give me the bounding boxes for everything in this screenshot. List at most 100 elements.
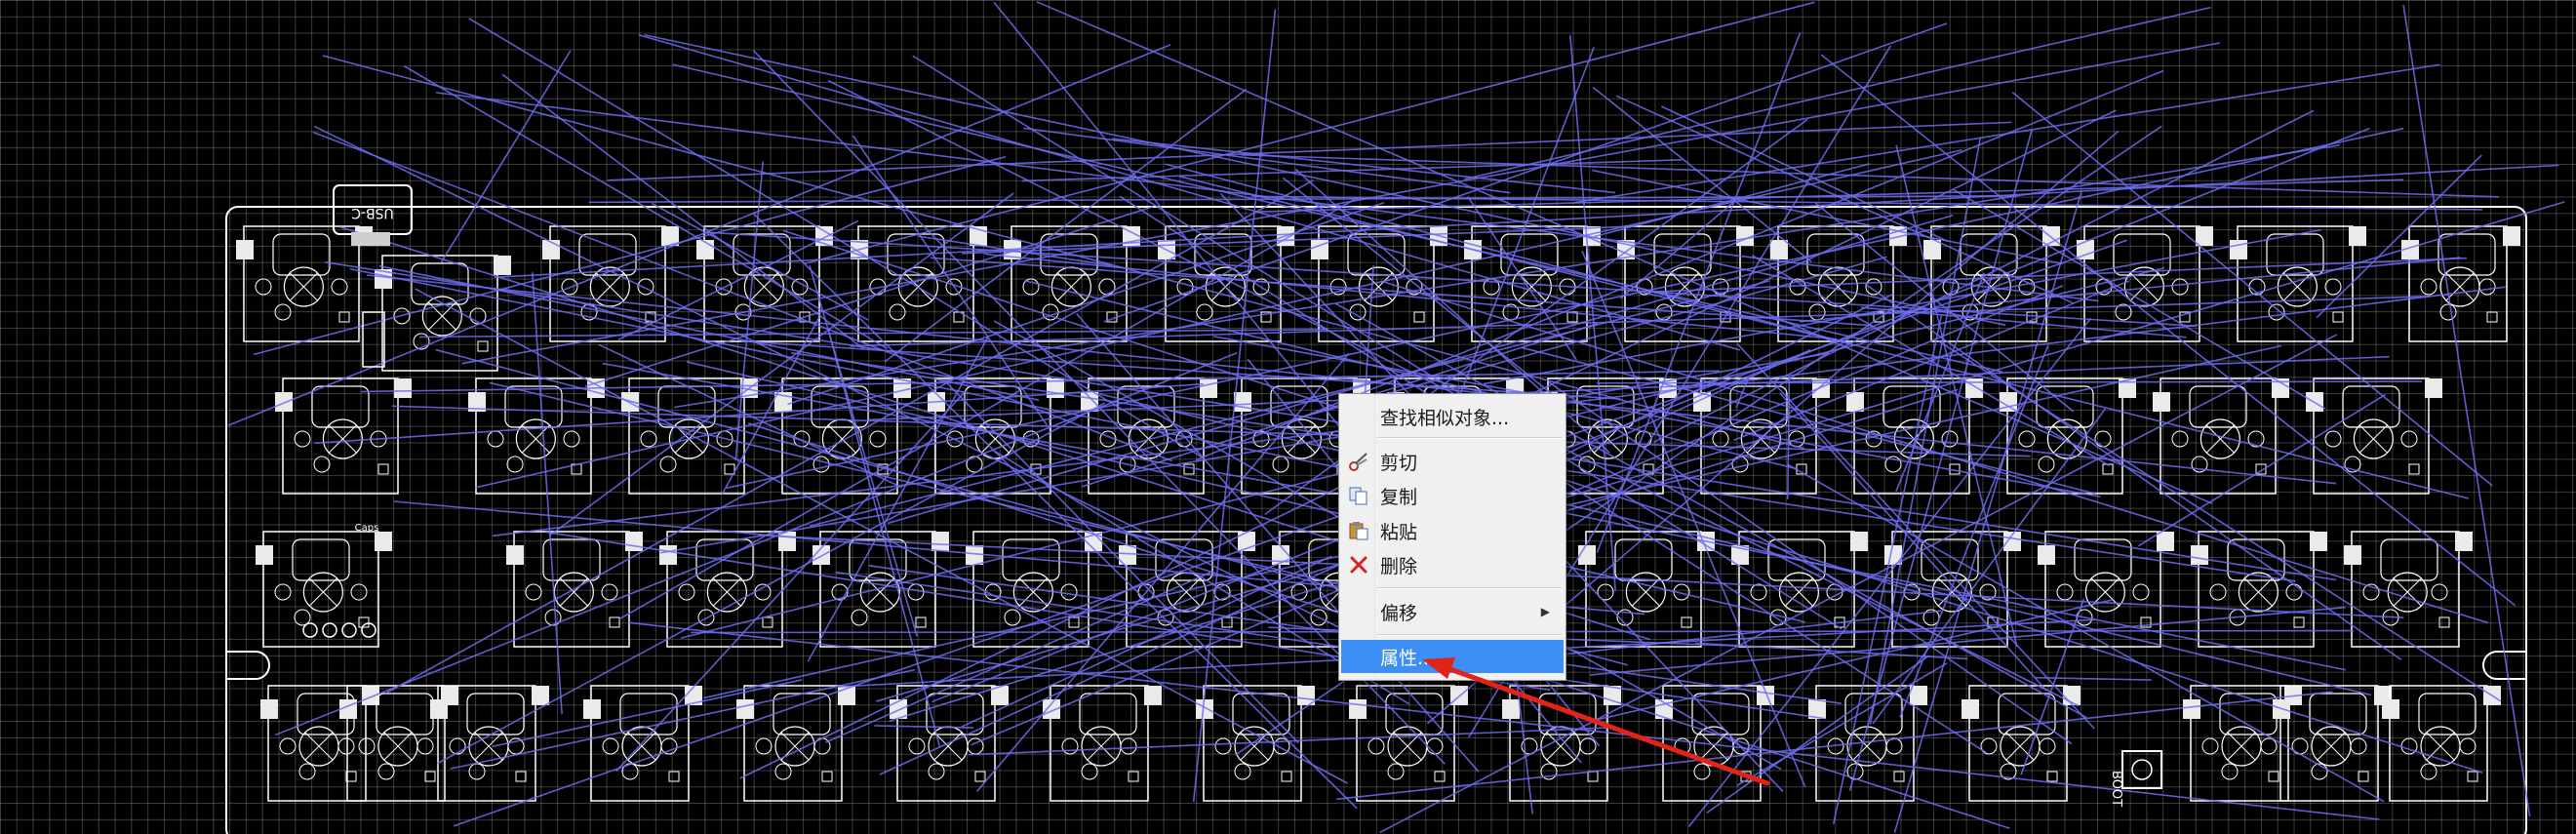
smd-pad [1808, 699, 1826, 719]
ratsnest-line [804, 1, 1815, 265]
hole-cross [2091, 577, 2120, 607]
peg-hole [1979, 583, 1997, 601]
diode-mark [1068, 616, 1080, 628]
ratsnest-line [1872, 408, 2107, 725]
diode-mark [2408, 463, 2420, 475]
ratsnest-line [1165, 163, 1853, 345]
smd-pad [256, 545, 273, 565]
ratsnest-line [1467, 196, 1578, 361]
menu-item-cut[interactable]: 剪切 [1341, 445, 1564, 478]
switch-outline [549, 225, 666, 342]
peg-hole [1367, 737, 1385, 755]
hole-cross [1240, 732, 1269, 761]
peg-hole [946, 430, 964, 448]
ratsnest-line [461, 42, 2221, 365]
menu-item-paste[interactable]: 粘贴 [1341, 514, 1564, 547]
smd-pad [275, 392, 293, 412]
switch-outline [2044, 531, 2161, 648]
hotswap-socket [1002, 538, 1060, 581]
diode-mark [915, 616, 927, 628]
peg-hole [2132, 583, 2150, 601]
smd-pad [685, 686, 702, 705]
ratsnest-line [809, 265, 918, 637]
peg-hole [563, 430, 580, 448]
submenu-arrow-icon: ▶ [1540, 605, 1550, 618]
smd-pad [2272, 378, 2289, 398]
diode-mark [358, 616, 370, 628]
pin-hole [413, 333, 430, 350]
key-switch [375, 255, 511, 372]
pin-hole [1884, 456, 1902, 473]
peg-hole [1750, 583, 1767, 601]
smd-pad [2119, 378, 2136, 398]
smd-pad [2000, 392, 2017, 412]
key-switch [339, 685, 458, 802]
hole-cross [383, 732, 413, 761]
hotswap-socket [964, 385, 1022, 428]
switch-outline [1585, 531, 1702, 648]
smd-pad [494, 256, 511, 275]
menu-item-find-similar[interactable]: 查找相似对象... [1341, 400, 1564, 433]
ratsnest-line [1112, 138, 1616, 194]
key-switch [506, 531, 643, 648]
hole-cross [1019, 577, 1048, 607]
switch-center-hole [2084, 572, 2125, 613]
ratsnest-line [930, 257, 1873, 327]
smd-pad [2503, 226, 2520, 246]
switch-center-hole [283, 266, 324, 307]
pin-hole [1578, 456, 1596, 473]
pin-hole [2439, 303, 2457, 321]
switch-center-hole [2353, 418, 2394, 459]
key-switch [1158, 225, 1294, 342]
hotswap-socket [1614, 538, 1673, 581]
smd-pad [2230, 240, 2247, 259]
switch-outline [1815, 685, 1915, 802]
ratsnest-line [752, 212, 1358, 810]
switch-center-hole [1587, 418, 1628, 459]
hotswap-socket [2266, 233, 2324, 276]
key-switch [2344, 531, 2473, 648]
hole-cross [828, 424, 856, 454]
peg-hole [678, 583, 695, 601]
diode-mark [2179, 311, 2191, 323]
peg-hole [1252, 430, 1270, 448]
ratsnest-line [852, 135, 1048, 426]
smd-pad [2191, 545, 2208, 565]
ratsnest-line [392, 405, 2031, 457]
diode-mark [1221, 616, 1233, 628]
caps-label: Caps [355, 523, 379, 534]
menu-item-properties[interactable]: 属性... [1341, 640, 1564, 673]
hole-cross [1172, 577, 1201, 607]
switch-outline [2237, 225, 2354, 342]
hotswap-socket [542, 538, 601, 581]
menu-item-copy[interactable]: 复制 [1341, 479, 1564, 512]
smd-pad [1923, 240, 1941, 259]
switch-outline [262, 531, 379, 648]
menu-item-delete[interactable]: 删除 [1341, 548, 1564, 581]
pin-hole [1196, 303, 1213, 321]
smd-pad [2038, 545, 2055, 565]
menu-item-offset[interactable]: 偏移 ▶ [1341, 595, 1564, 628]
ratsnest-line [314, 382, 1204, 445]
ratsnest-line [1592, 86, 1812, 263]
peg-hole [640, 430, 657, 448]
smd-pad [1731, 545, 1749, 565]
switch-center-hole [706, 572, 747, 613]
ratsnest-line [1864, 283, 2402, 661]
switch-outline [819, 531, 936, 648]
pin-hole [1387, 763, 1405, 780]
peg-hole [984, 583, 1002, 601]
hole-cross [474, 732, 503, 761]
hotswap-socket [2309, 693, 2367, 735]
paste-icon [1347, 519, 1370, 542]
ratsnest-line [1893, 190, 2082, 834]
pin-hole [1616, 609, 1634, 626]
boot-actuator [2131, 759, 2153, 780]
peg-hole [2201, 737, 2219, 755]
hotswap-socket [466, 693, 525, 735]
smd-pad [2153, 392, 2170, 412]
hotswap-socket [849, 538, 907, 581]
